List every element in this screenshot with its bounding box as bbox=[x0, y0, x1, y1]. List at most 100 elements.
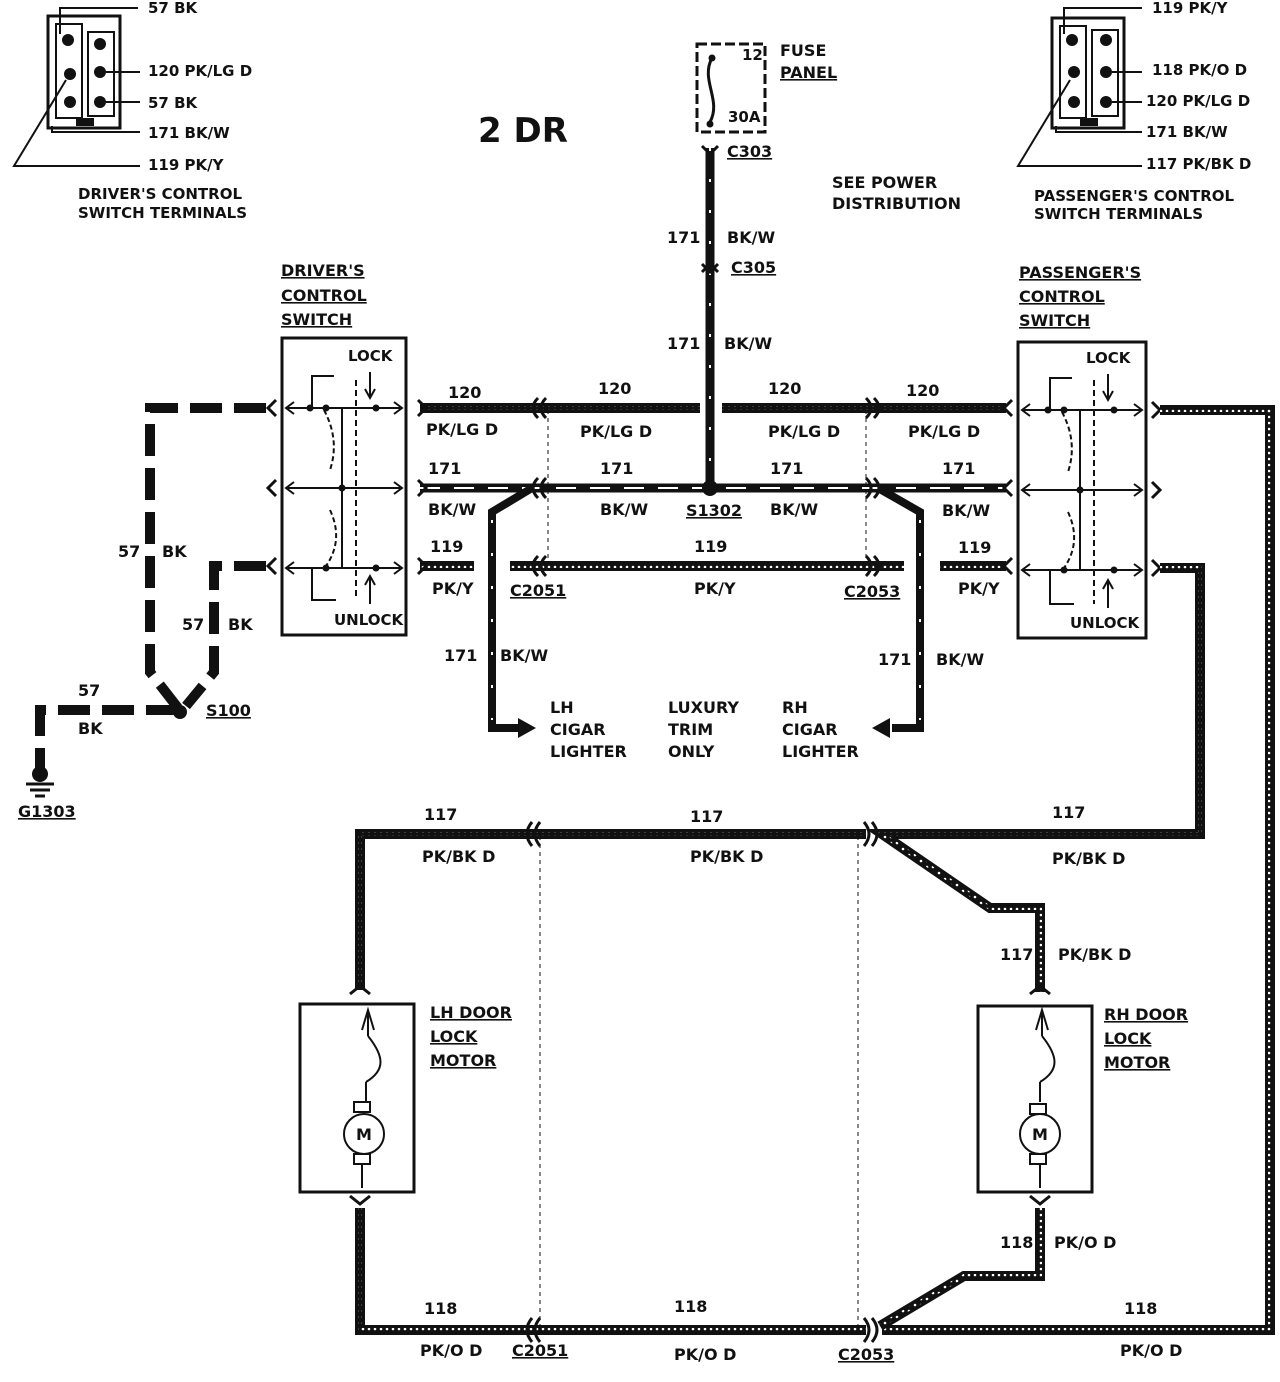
svg-text:120: 120 bbox=[768, 379, 801, 398]
luxury-trim-note: LUXURY TRIM ONLY bbox=[668, 698, 739, 761]
svg-text:BK/W: BK/W bbox=[942, 501, 990, 520]
svg-text:MOTOR: MOTOR bbox=[430, 1051, 496, 1070]
svg-text:BK: BK bbox=[228, 615, 253, 634]
driver-terminal-pin: 57 BK bbox=[148, 94, 199, 112]
svg-text:PK/O D: PK/O D bbox=[674, 1345, 736, 1364]
connector-c2053-bottom: C2053 bbox=[838, 1345, 894, 1364]
passenger-terminal-pin: 117 PK/BK D bbox=[1146, 155, 1251, 173]
svg-text:BK/W: BK/W bbox=[936, 650, 984, 669]
svg-text:LOCK: LOCK bbox=[430, 1027, 478, 1046]
svg-text:PK/Y: PK/Y bbox=[432, 579, 474, 598]
svg-text:CIGAR: CIGAR bbox=[782, 720, 838, 739]
svg-text:PK/O D: PK/O D bbox=[420, 1341, 482, 1360]
svg-text:PASSENGER'S: PASSENGER'S bbox=[1019, 263, 1141, 282]
svg-text:M: M bbox=[1032, 1125, 1048, 1144]
fuse-panel-label-1: FUSE bbox=[780, 41, 826, 60]
svg-text:118: 118 bbox=[1124, 1299, 1157, 1318]
passenger-terminal-title-2: SWITCH TERMINALS bbox=[1034, 205, 1203, 223]
svg-text:M: M bbox=[356, 1125, 372, 1144]
svg-text:SWITCH: SWITCH bbox=[281, 310, 352, 329]
svg-text:171: 171 bbox=[878, 650, 911, 669]
svg-text:119: 119 bbox=[430, 537, 463, 556]
splice-s1302-dot bbox=[702, 480, 718, 496]
lh-door-lock-motor: M LH DOOR LOCK MOTOR bbox=[298, 1002, 512, 1194]
wire-label: BK/W bbox=[727, 228, 775, 247]
wire-118-labels: 118 PK/O D 118 PK/O D 118 PK/O D 118 PK/… bbox=[420, 1233, 1182, 1364]
lh-cigar-lighter: LH CIGAR LIGHTER bbox=[550, 698, 627, 761]
svg-text:CONTROL: CONTROL bbox=[281, 286, 367, 305]
svg-text:57: 57 bbox=[182, 615, 204, 634]
connector-symbols-118 bbox=[349, 1194, 1051, 1343]
svg-text:120: 120 bbox=[598, 379, 631, 398]
driver-terminal-title-1: DRIVER'S CONTROL bbox=[78, 185, 242, 203]
splice-s100: S100 bbox=[206, 701, 251, 720]
row-wire-labels: 120 PK/LG D 120 PK/LG D 120 PK/LG D 120 … bbox=[426, 379, 1000, 669]
svg-text:171: 171 bbox=[770, 459, 803, 478]
fuse-rating-label: 30A bbox=[728, 108, 761, 126]
driver-control-switch: DRIVER'S CONTROL SWITCH LOCK UNLOCK bbox=[280, 261, 408, 637]
fuse-panel: 12 30A FUSE PANEL bbox=[695, 41, 837, 134]
svg-text:LH DOOR: LH DOOR bbox=[430, 1003, 512, 1022]
svg-text:118: 118 bbox=[1000, 1233, 1033, 1252]
svg-text:PK/Y: PK/Y bbox=[694, 579, 736, 598]
svg-text:PK/BK D: PK/BK D bbox=[690, 847, 763, 866]
svg-text:57: 57 bbox=[78, 681, 100, 700]
passenger-terminal-title-1: PASSENGER'S CONTROL bbox=[1034, 187, 1235, 205]
svg-text:LIGHTER: LIGHTER bbox=[782, 742, 859, 761]
driver-terminal-pin: 57 BK bbox=[148, 0, 199, 17]
passenger-terminal-pin: 120 PK/LG D bbox=[1146, 92, 1250, 110]
wire-label: 171 bbox=[667, 228, 700, 247]
svg-text:MOTOR: MOTOR bbox=[1104, 1053, 1170, 1072]
power-note-2: DISTRIBUTION bbox=[832, 194, 961, 213]
driver-switch-unlock-label: UNLOCK bbox=[334, 611, 405, 629]
svg-text:120: 120 bbox=[448, 383, 481, 402]
svg-text:118: 118 bbox=[424, 1299, 457, 1318]
connector-symbols-117 bbox=[349, 821, 1051, 996]
ground-wire-labels: 57 BK 57 BK 57 BK S100 G1303 bbox=[18, 542, 253, 821]
driver-terminal-pin: 171 BK/W bbox=[148, 124, 230, 142]
connector-c2051: C2051 bbox=[510, 581, 566, 600]
diagram-title: 2 DR bbox=[478, 111, 568, 151]
connector-c305-symbol bbox=[700, 261, 720, 275]
svg-text:119: 119 bbox=[694, 537, 727, 556]
driver-terminal-detail: 57 BK 120 PK/LG D 57 BK 171 BK/W 119 PK/… bbox=[12, 0, 252, 222]
passenger-switch-lock-label: LOCK bbox=[1086, 349, 1132, 367]
svg-text:PK/BK D: PK/BK D bbox=[1058, 945, 1131, 964]
svg-text:57: 57 bbox=[118, 542, 140, 561]
power-note-1: SEE POWER bbox=[832, 173, 937, 192]
wire-label: BK/W bbox=[724, 334, 772, 353]
svg-text:PK/LG D: PK/LG D bbox=[580, 422, 652, 441]
connector-c2053: C2053 bbox=[844, 582, 900, 601]
svg-text:PK/Y: PK/Y bbox=[958, 579, 1000, 598]
passenger-control-switch: PASSENGER'S CONTROL SWITCH LOCK UNLOCK bbox=[1016, 263, 1148, 640]
wire-57-ground bbox=[35, 403, 266, 770]
svg-text:PK/O D: PK/O D bbox=[1054, 1233, 1116, 1252]
passenger-terminal-pin: 118 PK/O D bbox=[1152, 61, 1247, 79]
svg-text:CONTROL: CONTROL bbox=[1019, 287, 1105, 306]
svg-text:171: 171 bbox=[600, 459, 633, 478]
fuse-pin-label: 12 bbox=[742, 46, 763, 64]
wire-171 bbox=[420, 480, 1006, 738]
passenger-terminal-pin: 171 BK/W bbox=[1146, 123, 1228, 141]
svg-text:171: 171 bbox=[444, 646, 477, 665]
svg-text:BK/W: BK/W bbox=[500, 646, 548, 665]
svg-text:LIGHTER: LIGHTER bbox=[550, 742, 627, 761]
driver-switch-lock-label: LOCK bbox=[348, 347, 394, 365]
connector-c2051-bottom: C2051 bbox=[512, 1341, 568, 1360]
svg-text:CIGAR: CIGAR bbox=[550, 720, 606, 739]
svg-text:BK: BK bbox=[162, 542, 187, 561]
svg-text:RH DOOR: RH DOOR bbox=[1104, 1005, 1188, 1024]
splice-s100-dot bbox=[173, 705, 187, 719]
svg-text:117: 117 bbox=[424, 805, 457, 824]
ground-g1303-symbol bbox=[26, 766, 54, 798]
connector-c303: C303 bbox=[727, 142, 772, 161]
svg-text:120: 120 bbox=[906, 381, 939, 400]
svg-text:118: 118 bbox=[674, 1297, 707, 1316]
svg-text:PK/LG D: PK/LG D bbox=[908, 422, 980, 441]
svg-text:TRIM: TRIM bbox=[668, 720, 713, 739]
svg-text:LOCK: LOCK bbox=[1104, 1029, 1152, 1048]
svg-text:SWITCH: SWITCH bbox=[1019, 311, 1090, 330]
svg-text:119: 119 bbox=[958, 538, 991, 557]
svg-text:ONLY: ONLY bbox=[668, 742, 715, 761]
